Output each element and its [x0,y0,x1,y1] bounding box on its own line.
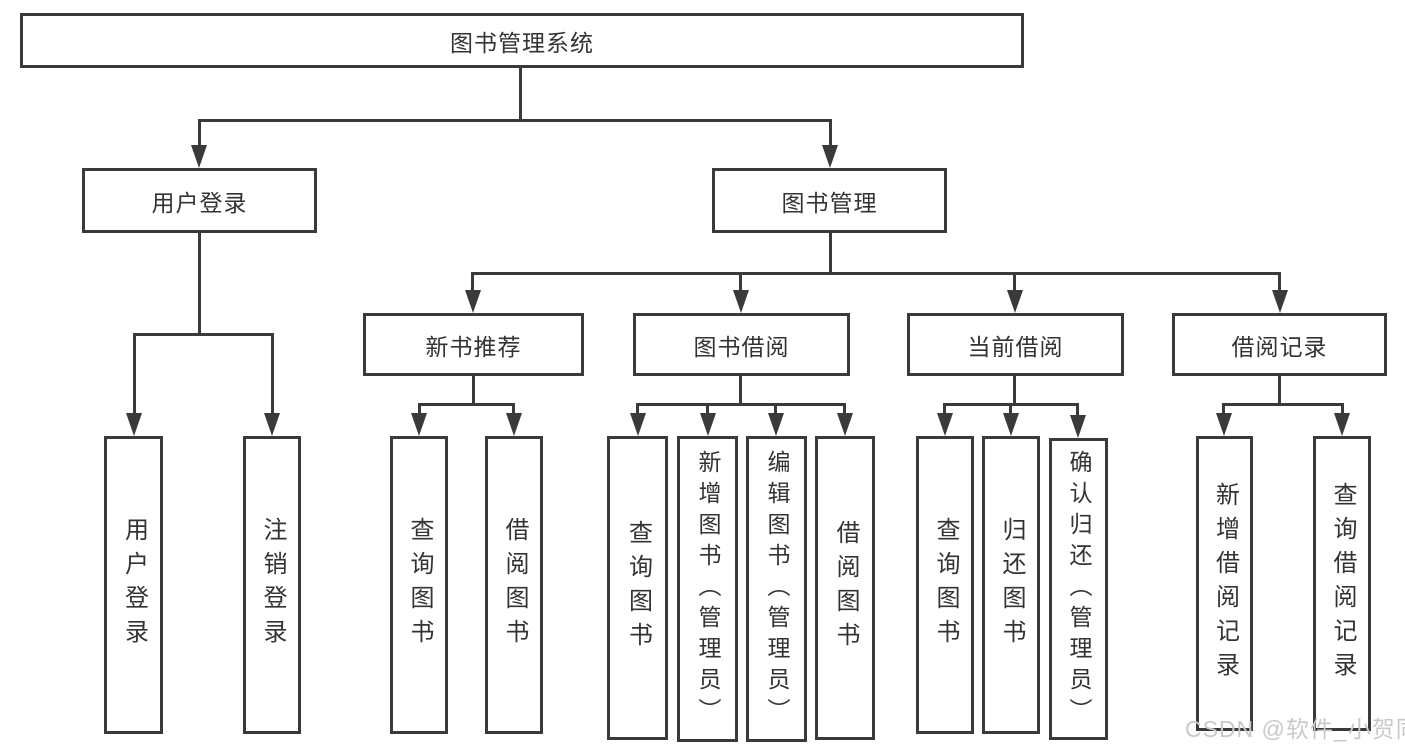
connector-br-trunk [1278,376,1281,406]
leaf-user-login-label: 用户登录 [120,517,148,653]
node-root-label: 图书管理系统 [450,29,594,56]
leaf-logout-label: 注销登录 [259,517,286,653]
arrowhead-down [1334,413,1350,436]
leaf-nb-borrow-book: 借阅图书 [485,436,543,734]
connector-login-stem-right [271,333,274,415]
arrowhead-down [191,145,207,168]
connector-root-stem-right [829,119,832,147]
arrowhead-down [506,413,522,436]
connector-cb-trunk [1013,376,1016,406]
connector-bb-hline [636,403,846,406]
arrowhead-down [126,413,142,436]
connector-mgmt-hline [471,272,1281,275]
connector-cb-stem-1 [943,403,946,416]
node-current-borrow: 当前借阅 [907,313,1124,376]
leaf-bb-query-book: 查询图书 [607,436,668,740]
connector-bb-trunk [739,376,742,406]
connector-mgmt-stem-1 [471,272,474,292]
leaf-cb-query-book: 查询图书 [916,436,974,734]
arrowhead-down [1003,413,1019,436]
arrowhead-down [733,290,749,313]
leaf-bb-borrow-book-label: 借阅图书 [832,520,859,656]
leaf-nb-query-book: 查询图书 [390,436,448,734]
leaf-bb-borrow-book: 借阅图书 [815,436,875,740]
leaf-bb-edit-book-admin-label: 编辑图书（管理员） [764,449,790,729]
node-book-management: 图书管理 [712,168,947,233]
connector-nb-stem-1 [418,403,421,416]
node-book-borrow-label: 图书借阅 [693,333,790,360]
connector-cb-stem-2 [1009,403,1012,416]
node-new-book-recommend-label: 新书推荐 [425,333,522,360]
leaf-br-add-record: 新增借阅记录 [1196,436,1253,731]
connector-cb-stem-3 [1076,403,1079,416]
leaf-cb-return-book: 归还图书 [982,436,1040,734]
csdn-watermark: CSDN @软件_小贺同学 [1185,716,1405,742]
connector-mgmt-stem-3 [1013,272,1016,292]
leaf-cb-return-book-label: 归还图书 [998,517,1025,653]
connector-login-stem-left [133,333,136,415]
node-user-login-label: 用户登录 [151,189,248,216]
connector-mgmt-stem-4 [1278,272,1281,292]
connector-nb-trunk [472,376,475,406]
node-user-login: 用户登录 [82,168,317,233]
leaf-bb-add-book-admin-label: 新增图书（管理员） [695,449,721,729]
leaf-bb-query-book-label: 查询图书 [624,520,652,656]
node-book-borrow: 图书借阅 [633,313,850,376]
node-new-book-recommend: 新书推荐 [363,313,584,376]
leaf-logout: 注销登录 [243,436,301,734]
node-borrow-records: 借阅记录 [1172,313,1387,376]
connector-login-trunk [198,233,201,336]
arrowhead-down [937,413,953,436]
node-root: 图书管理系统 [20,13,1024,68]
leaf-br-query-record: 查询借阅记录 [1313,436,1371,731]
leaf-br-query-record-label: 查询借阅记录 [1329,481,1356,686]
connector-mgmt-trunk [829,233,832,275]
arrowhead-down [630,413,646,436]
arrowhead-down [264,413,280,436]
arrowhead-down [822,145,838,168]
arrowhead-down [465,290,481,313]
connector-br-stem-2 [1341,403,1344,416]
connector-mgmt-stem-2 [739,272,742,292]
node-borrow-records-label: 借阅记录 [1231,333,1328,360]
connector-bb-stem-1 [636,403,639,416]
leaf-nb-query-book-label: 查询图书 [406,517,433,653]
connector-root-hline [198,119,832,122]
leaf-nb-borrow-book-label: 借阅图书 [501,517,528,653]
connector-login-hline [133,333,274,336]
node-current-borrow-label: 当前借阅 [967,333,1064,360]
connector-root-trunk [519,68,522,122]
leaf-bb-add-book-admin: 新增图书（管理员） [677,436,738,742]
connector-nb-hline [418,403,515,406]
leaf-cb-confirm-return-admin: 确认归还（管理员） [1049,438,1108,740]
connector-nb-stem-2 [512,403,515,416]
leaf-cb-query-book-label: 查询图书 [932,517,959,653]
node-book-management-label: 图书管理 [781,189,878,216]
leaf-br-add-record-label: 新增借阅记录 [1211,481,1239,686]
connector-root-stem-left [198,119,201,147]
arrowhead-down [1272,290,1288,313]
connector-br-hline [1222,403,1344,406]
arrowhead-down [837,413,853,436]
arrowhead-down [1216,413,1232,436]
arrowhead-down [1007,290,1023,313]
connector-br-stem-1 [1222,403,1225,416]
leaf-bb-edit-book-admin: 编辑图书（管理员） [746,436,807,742]
connector-bb-stem-4 [843,403,846,416]
connector-bb-stem-3 [774,403,777,416]
arrowhead-down [700,413,716,436]
arrowhead-down [1070,415,1086,438]
arrowhead-down [768,413,784,436]
leaf-cb-confirm-return-admin-label: 确认归还（管理员） [1066,449,1092,729]
connector-bb-stem-2 [706,403,709,416]
arrowhead-down [411,413,427,436]
leaf-user-login: 用户登录 [104,436,163,734]
